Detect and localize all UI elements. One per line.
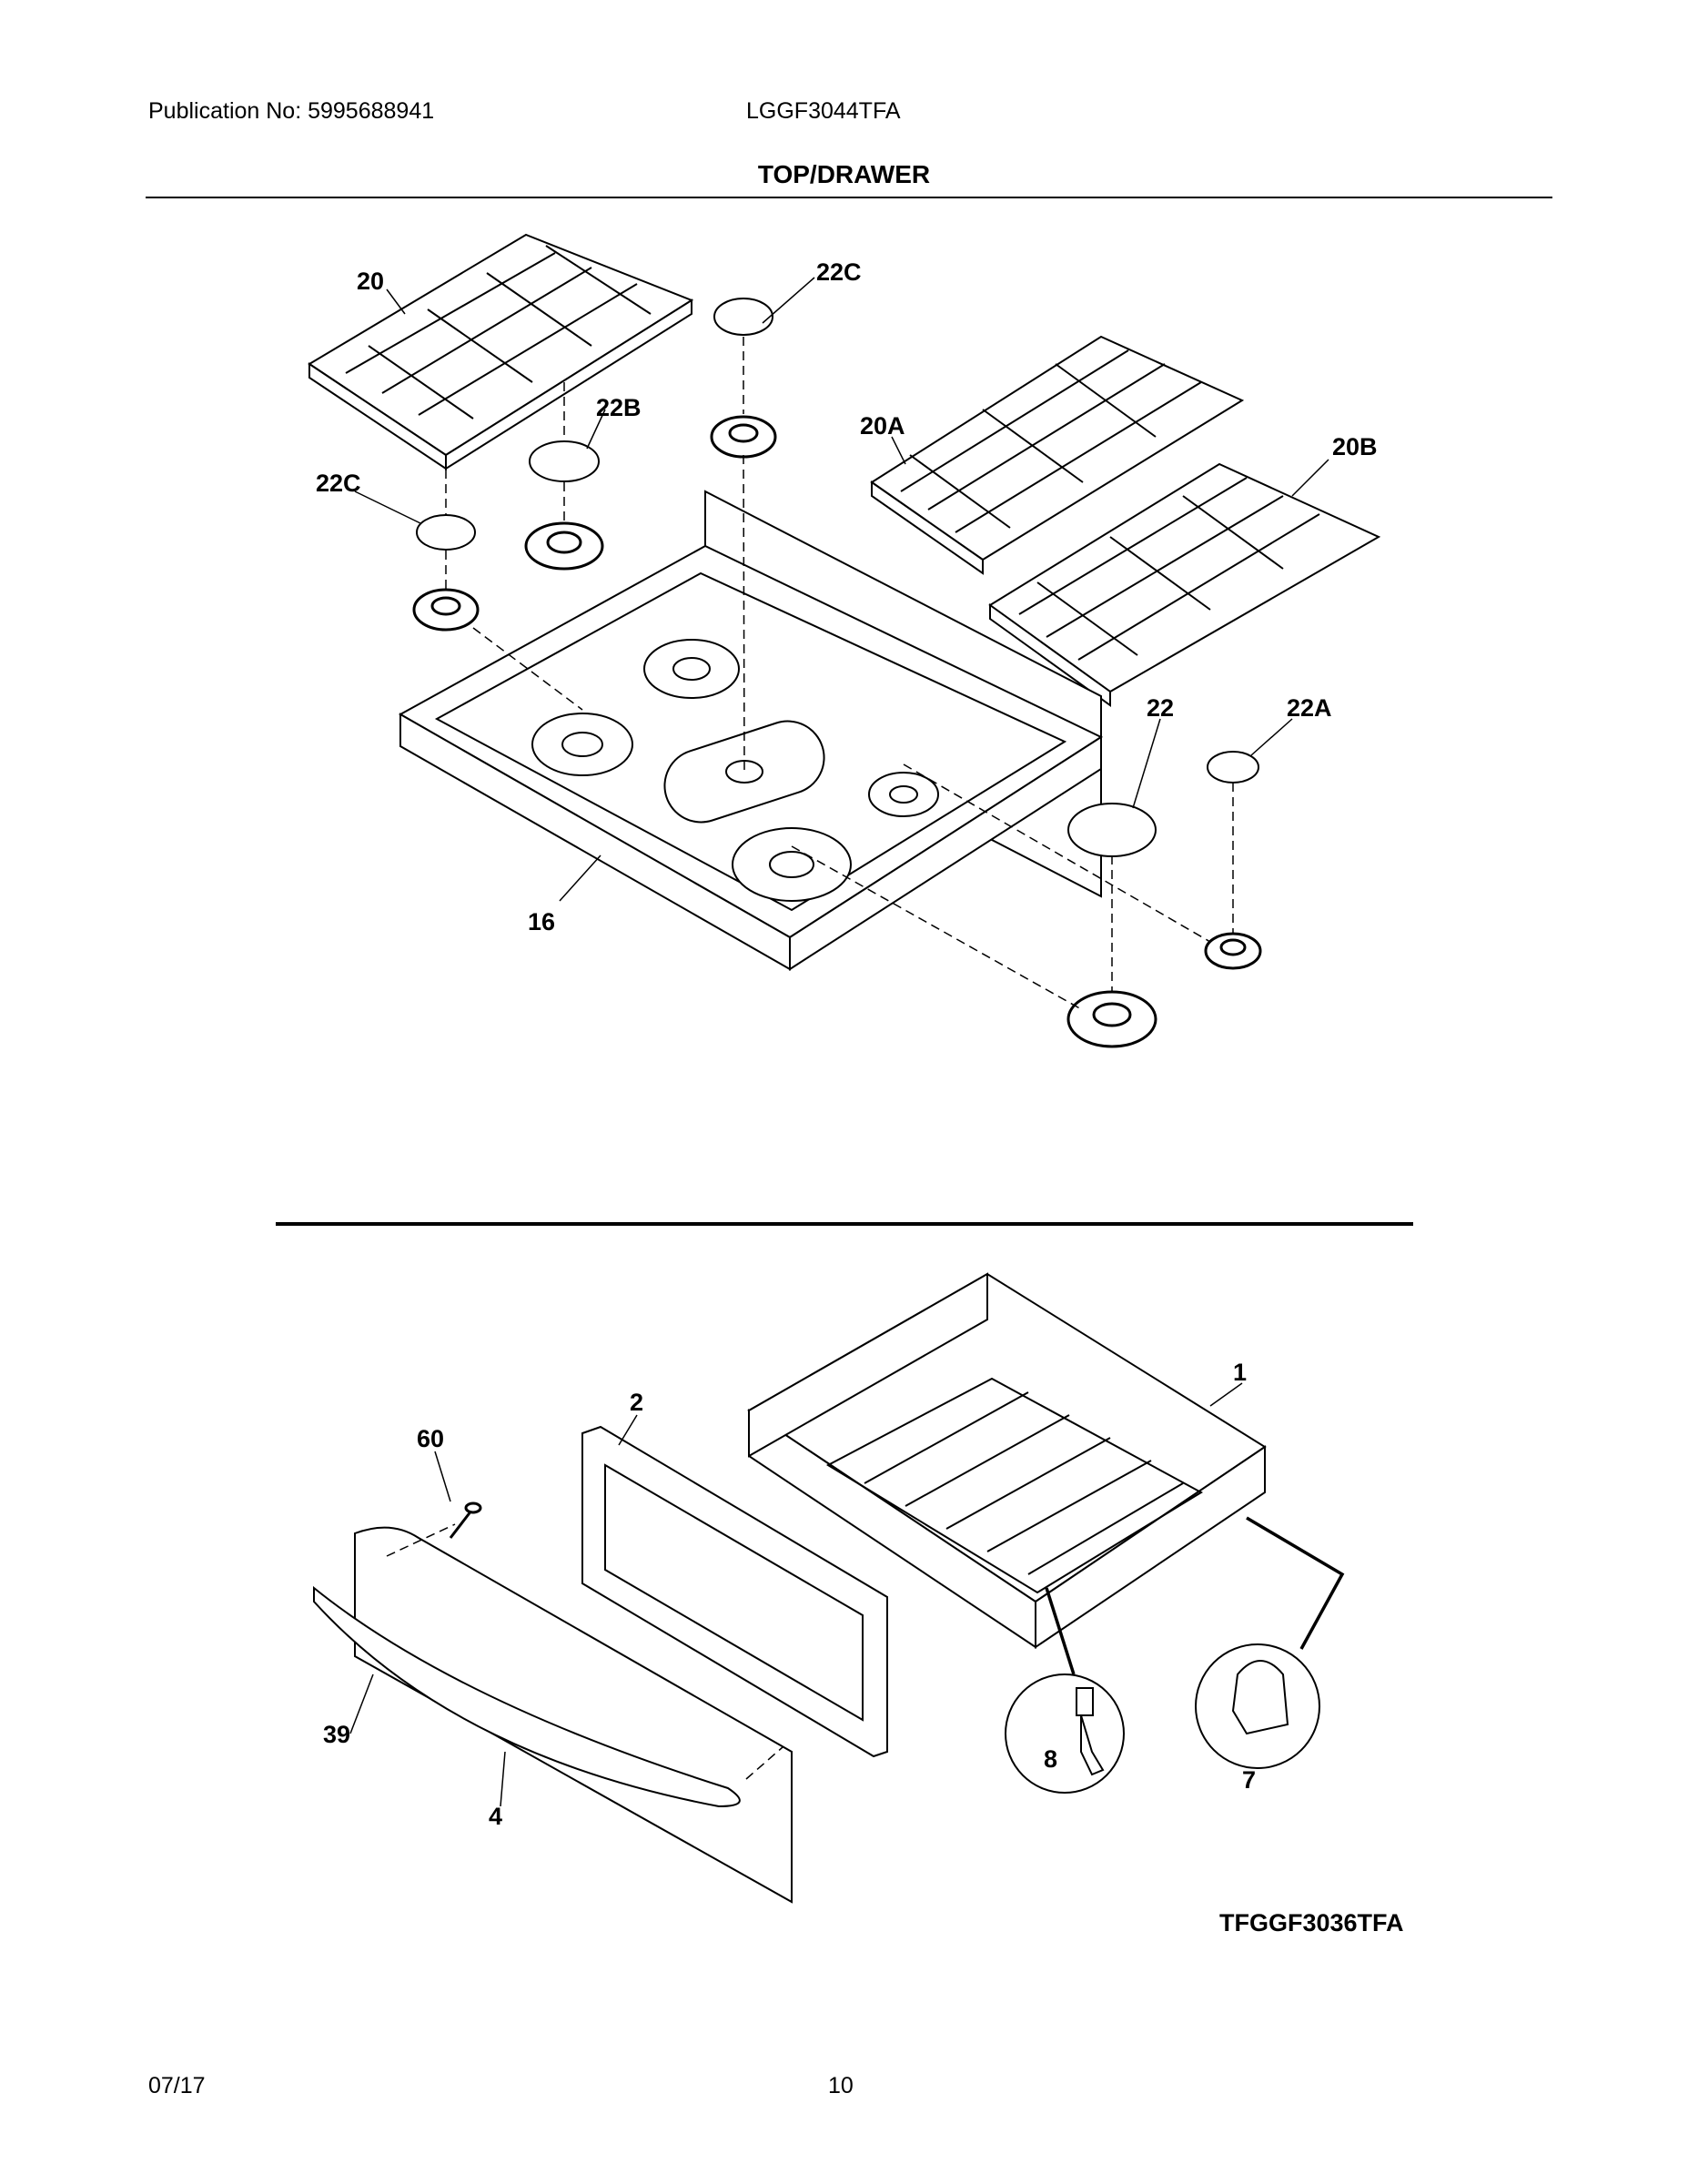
callout-22a: 22A — [1287, 694, 1332, 722]
assembly-lines — [445, 337, 1234, 1011]
screw-60 — [449, 1502, 482, 1539]
callout-leaders-top — [354, 277, 1329, 902]
cooktop-16 — [398, 490, 1104, 971]
callout-16: 16 — [528, 908, 555, 935]
burner-heads — [412, 415, 1262, 1048]
header-rule — [146, 197, 1552, 198]
section-divider — [276, 1222, 1413, 1226]
callout-22c-upper: 22C — [816, 258, 862, 286]
drawer-assembly-lines — [386, 1523, 783, 1780]
detail-circle-7 — [1195, 1643, 1320, 1769]
callout-2: 2 — [630, 1389, 643, 1416]
callout-leaders-bottom — [349, 1382, 1243, 1807]
drawer-frame-2 — [581, 1425, 888, 1758]
grate-20b — [988, 462, 1381, 707]
drawer-body-1 — [747, 1272, 1267, 1649]
burner-caps — [416, 298, 1259, 857]
callout-labels: 20 22C 22B 20A 20B 22C 22 22A 16 1 2 60 … — [316, 258, 1378, 1830]
callout-22c-lower: 22C — [316, 470, 361, 497]
callout-22: 22 — [1147, 694, 1174, 722]
page-number: 10 — [828, 2073, 854, 2098]
detail-circle-8 — [1005, 1673, 1125, 1794]
section-title: TOP/DRAWER — [757, 160, 931, 188]
callout-1: 1 — [1233, 1359, 1247, 1386]
model-number: LGGF3044TFA — [746, 98, 901, 124]
footer-date: 07/17 — [148, 2073, 206, 2098]
callout-20a: 20A — [860, 412, 905, 440]
grate-20 — [308, 233, 694, 470]
drawer-panel-4 — [313, 1526, 793, 1904]
callout-20: 20 — [357, 268, 384, 295]
callout-20b: 20B — [1332, 433, 1378, 460]
callout-60: 60 — [417, 1425, 444, 1452]
callout-39: 39 — [323, 1721, 350, 1748]
callout-8: 8 — [1044, 1745, 1057, 1773]
callout-22b: 22B — [596, 394, 642, 421]
figure-code: TFGGF3036TFA — [1219, 1909, 1404, 1936]
publication-number: Publication No: 5995688941 — [148, 98, 435, 124]
callout-4: 4 — [489, 1803, 502, 1830]
detail-leaders — [1045, 1516, 1345, 1675]
grate-20a — [870, 335, 1245, 575]
callout-7: 7 — [1242, 1766, 1256, 1794]
